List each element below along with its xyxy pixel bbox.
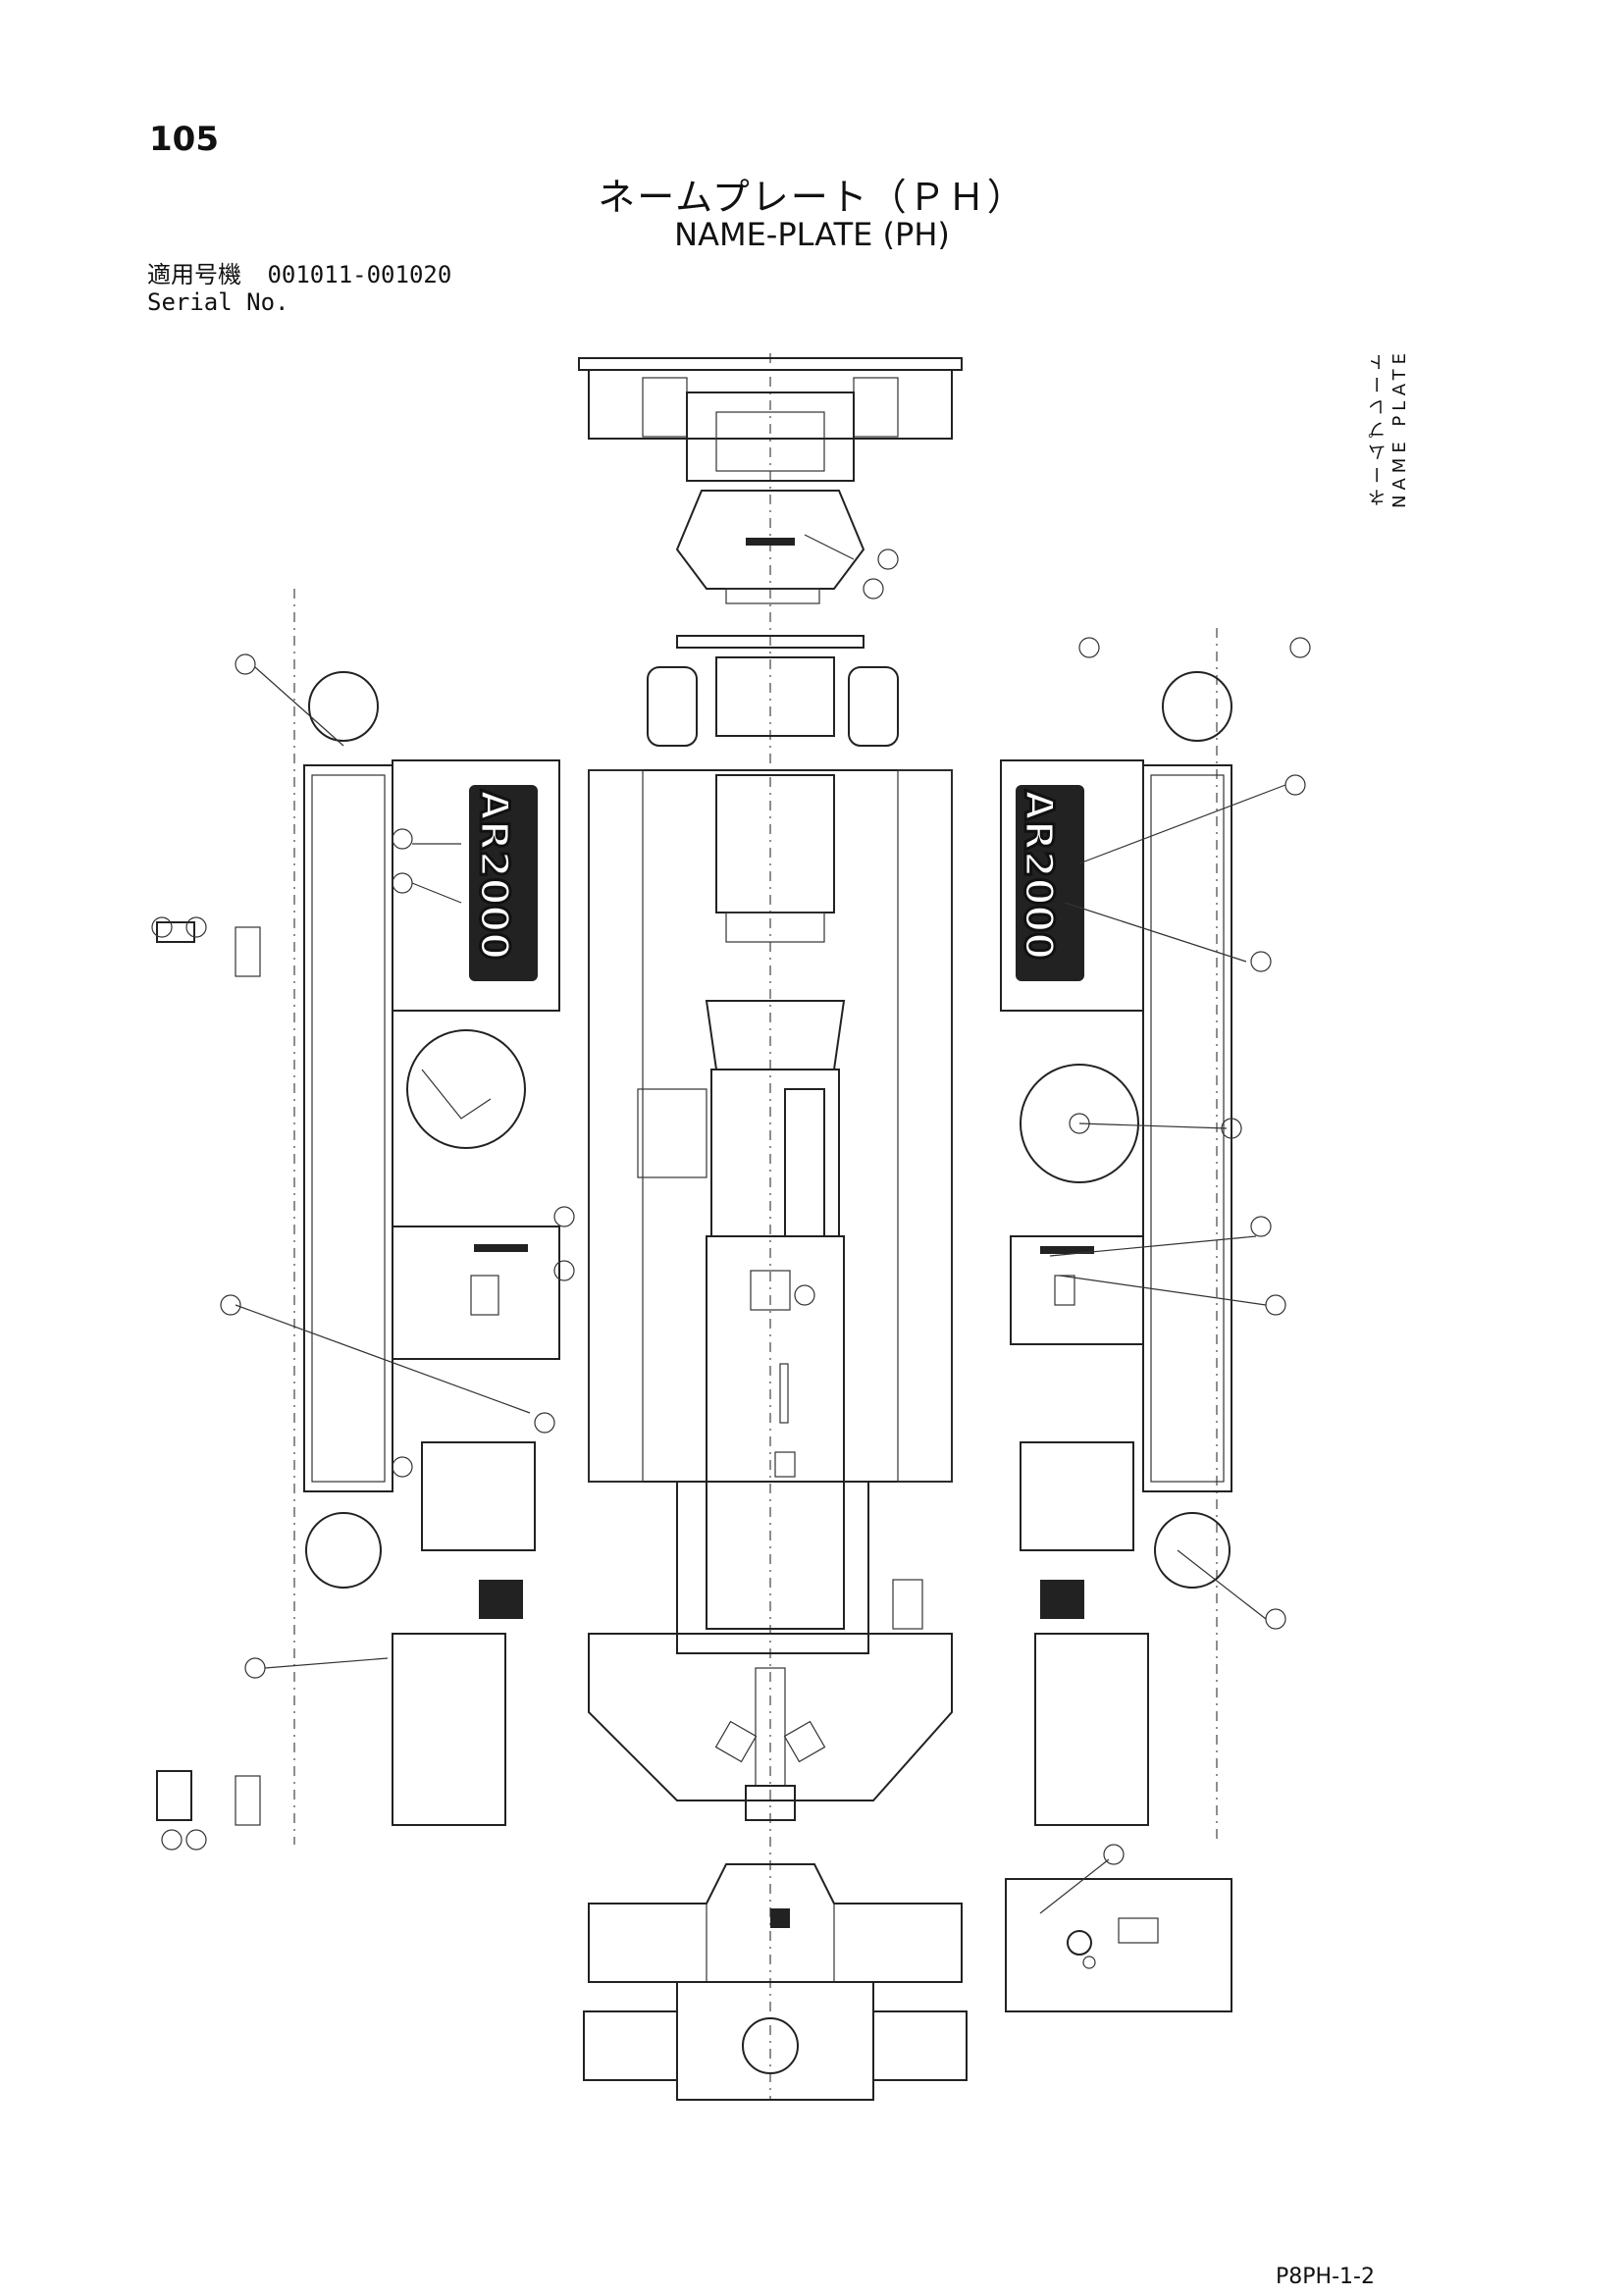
- serial-range: 001011-001020: [267, 261, 452, 288]
- right-side-view: AR2000: [1000, 671, 1232, 1826]
- page-title-en: NAME-PLATE (PH): [674, 216, 950, 253]
- serial-label-jp: 適用号機: [147, 261, 241, 288]
- serial-block: 適用号機 001011-001020 Serial No.: [147, 261, 451, 316]
- main-body: [588, 635, 953, 1821]
- left-side-view: AR2000: [156, 671, 560, 1826]
- top-view: [578, 357, 963, 604]
- serial-label-en: Serial No.: [147, 288, 289, 316]
- bottom-view: [583, 1863, 968, 2101]
- brand-text-left: AR2000: [471, 790, 516, 960]
- page-title-jp: ネームプレート（ＰＨ）: [598, 176, 1026, 219]
- brand-text-right: AR2000: [1016, 790, 1061, 960]
- page-number: 105: [149, 120, 219, 159]
- inset-panel: [1005, 1878, 1232, 2012]
- leader-lines: [235, 534, 1286, 1914]
- page-code: P8PH-1-2: [1276, 2265, 1375, 2289]
- callout-bubbles: [151, 548, 1311, 1865]
